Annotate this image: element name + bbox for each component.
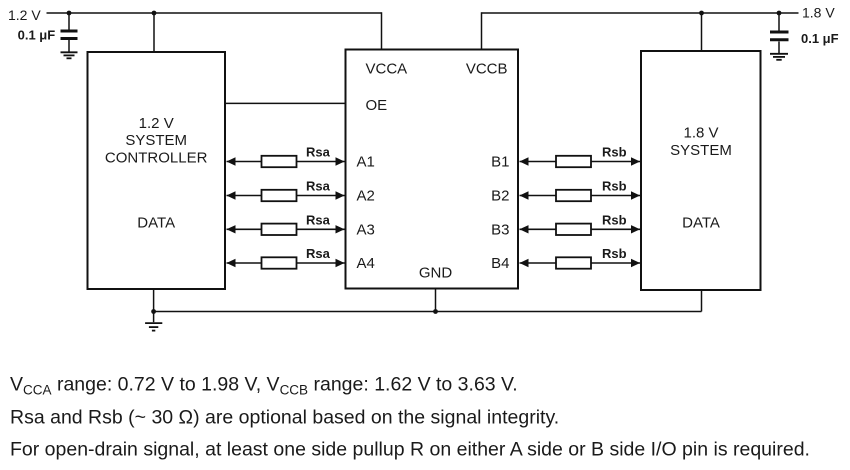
svg-text:0.1 μF: 0.1 μF: [801, 31, 839, 46]
svg-text:CONTROLLER: CONTROLLER: [105, 149, 208, 166]
svg-text:1.8 V: 1.8 V: [802, 5, 835, 21]
svg-text:DATA: DATA: [682, 215, 720, 232]
svg-text:A2: A2: [357, 188, 375, 205]
svg-text:Rsa and Rsb (~ 30 Ω) are optio: Rsa and Rsb (~ 30 Ω) are optional based …: [10, 406, 559, 428]
svg-text:For open-drain signal, at leas: For open-drain signal, at least one side…: [10, 439, 810, 461]
svg-text:GND: GND: [419, 265, 453, 282]
svg-text:A3: A3: [357, 221, 375, 238]
svg-text:DATA: DATA: [137, 215, 175, 232]
svg-text:Rsa: Rsa: [306, 246, 331, 261]
svg-text:Rsb: Rsb: [602, 145, 627, 160]
svg-text:Rsa: Rsa: [306, 212, 331, 227]
svg-text:Rsb: Rsb: [602, 212, 627, 227]
svg-text:Rsb: Rsb: [602, 179, 627, 194]
svg-text:SYSTEM: SYSTEM: [670, 142, 732, 159]
svg-text:Rsb: Rsb: [602, 246, 627, 261]
svg-text:VCCA: VCCA: [366, 61, 408, 78]
svg-text:VCCB: VCCB: [466, 61, 508, 78]
svg-text:SYSTEM: SYSTEM: [125, 132, 187, 149]
svg-text:B1: B1: [491, 154, 509, 171]
svg-text:1.2 V: 1.2 V: [8, 7, 41, 23]
svg-text:OE: OE: [366, 97, 388, 114]
svg-text:B4: B4: [491, 255, 509, 272]
svg-text:A4: A4: [357, 255, 375, 272]
svg-text:VCCA range: 0.72 V to 1.98 V,: VCCA range: 0.72 V to 1.98 V, VCCB range…: [10, 373, 518, 397]
svg-text:Rsa: Rsa: [306, 179, 331, 194]
svg-text:B2: B2: [491, 188, 509, 205]
svg-text:Rsa: Rsa: [306, 145, 331, 160]
svg-text:B3: B3: [491, 221, 509, 238]
svg-text:A1: A1: [357, 154, 375, 171]
svg-text:0.1 μF: 0.1 μF: [18, 28, 56, 43]
svg-text:1.2 V: 1.2 V: [139, 115, 174, 132]
svg-text:1.8 V: 1.8 V: [683, 125, 718, 142]
